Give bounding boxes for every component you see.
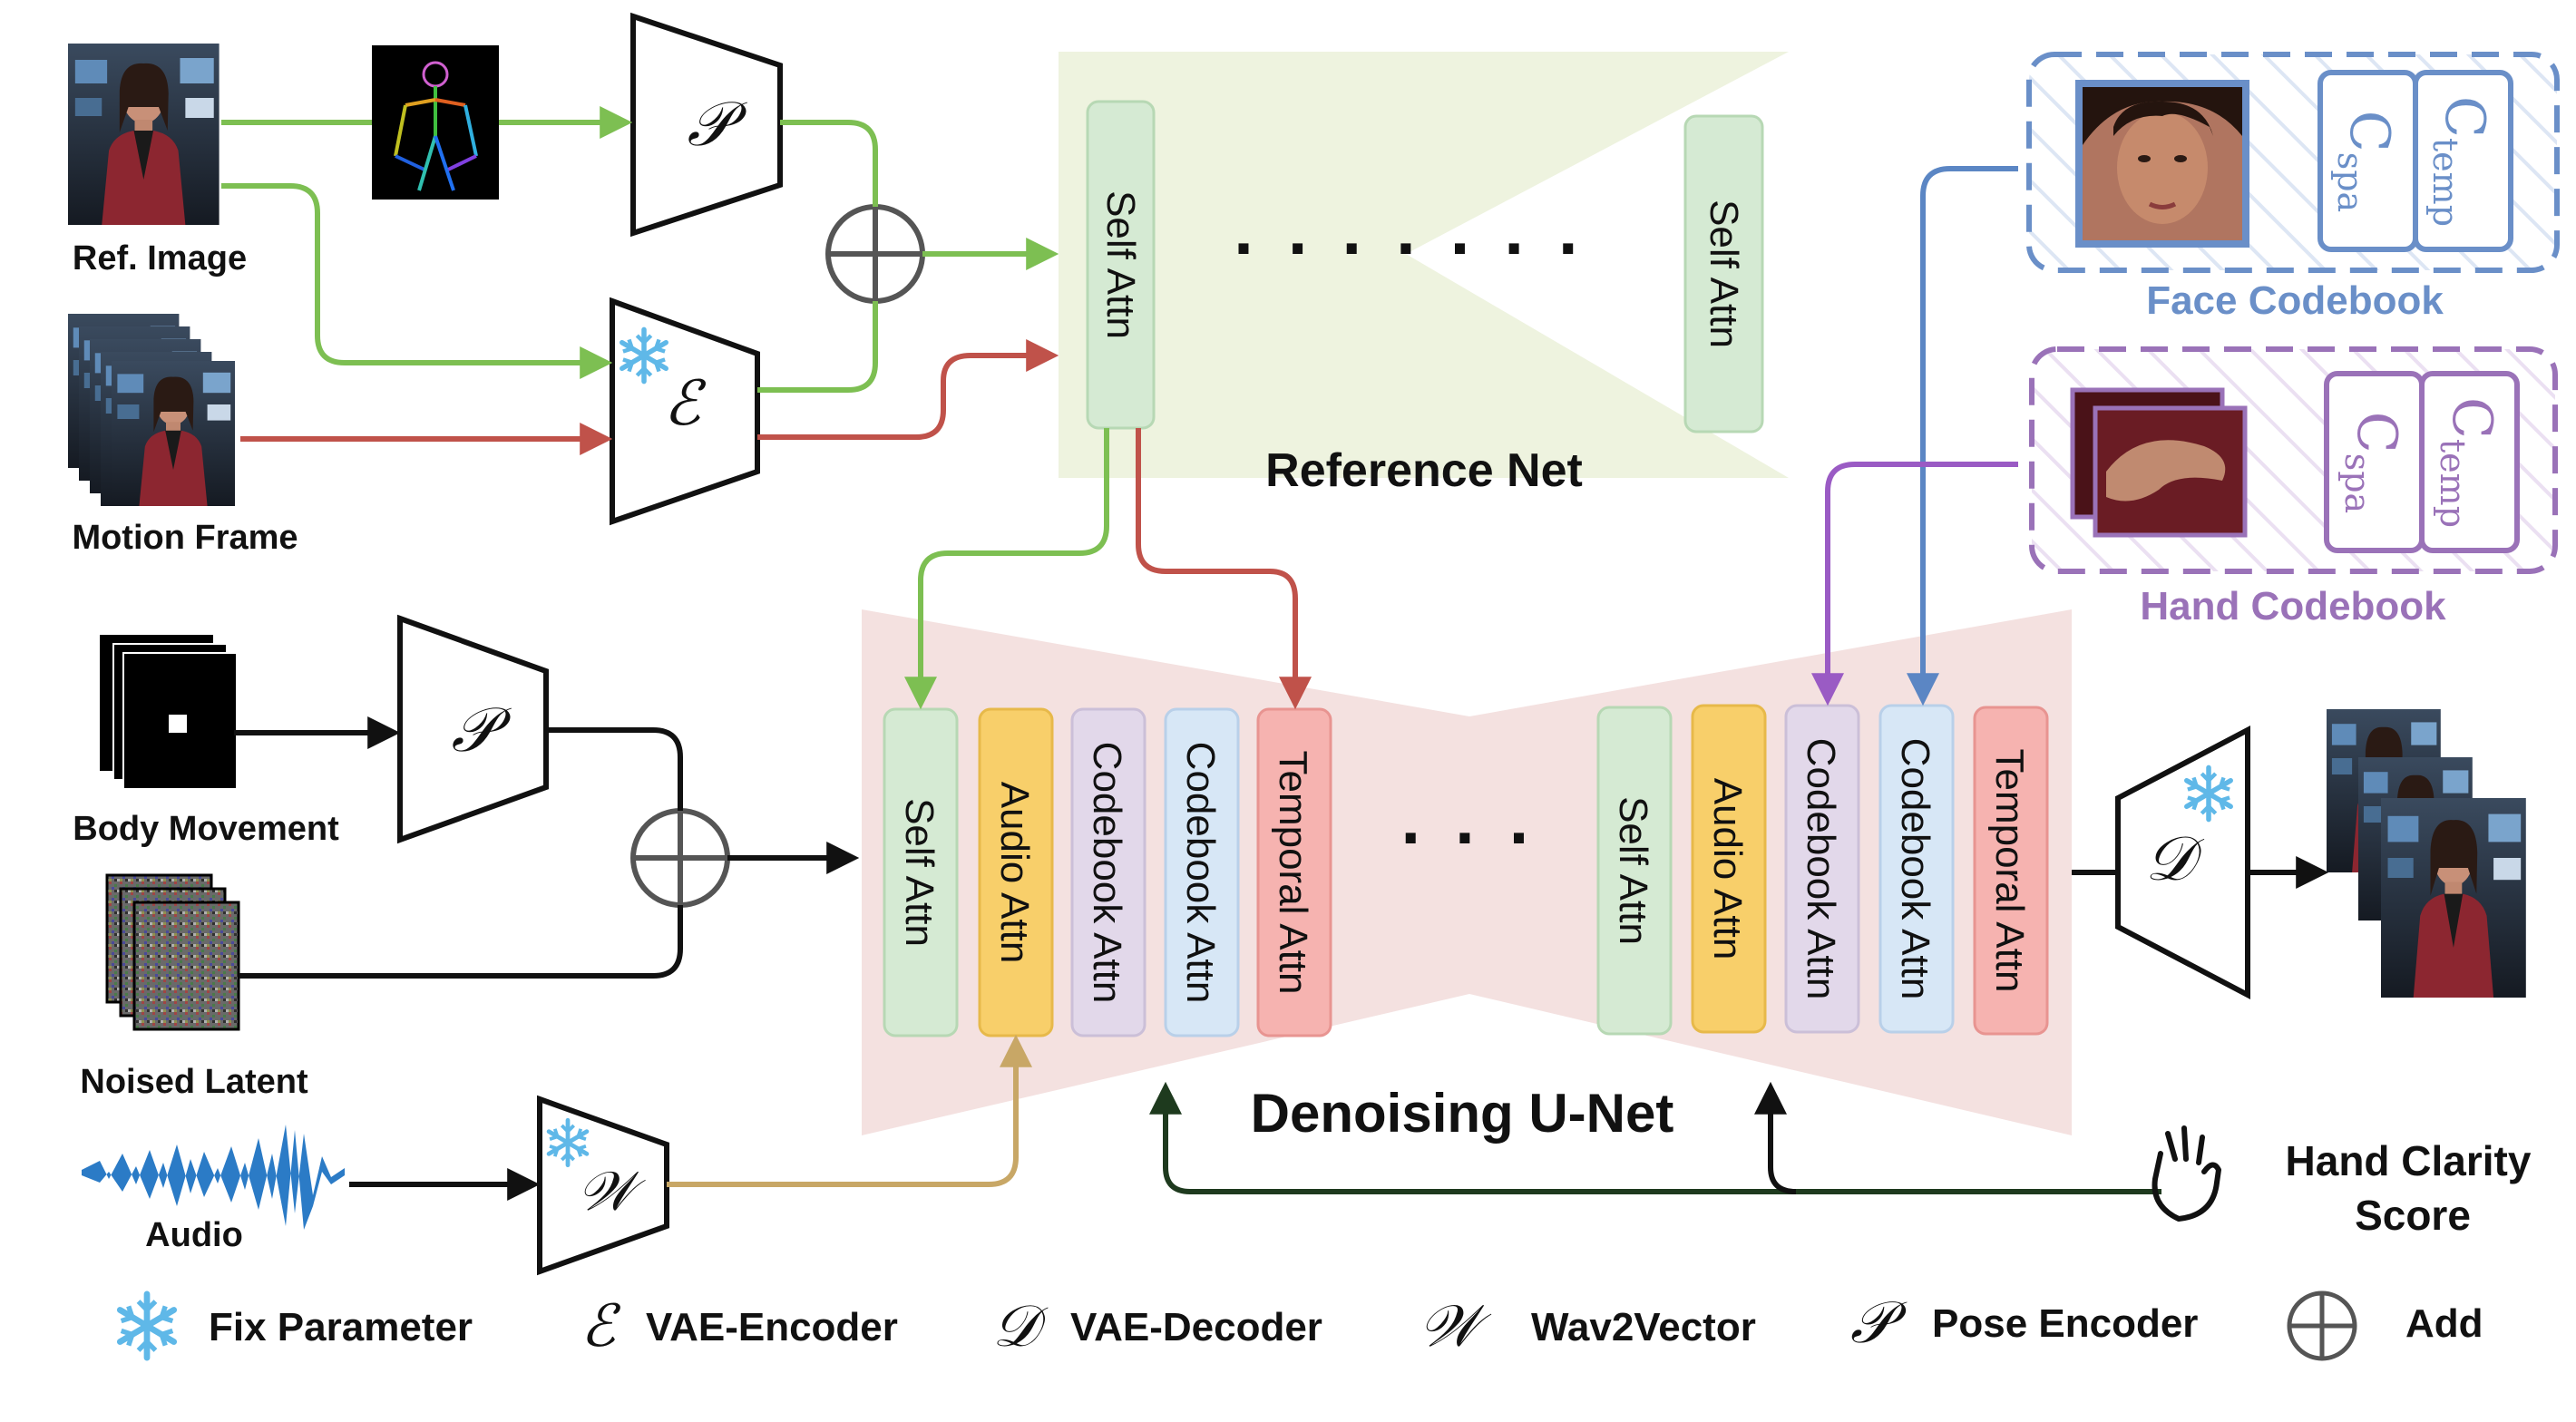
svg-text:Cspa: Cspa (2330, 111, 2401, 212)
ref-net-ellipsis: · · · · · · · (1234, 208, 1587, 287)
hand-clarity-line1: Hand Clarity (2286, 1137, 2532, 1184)
legend-encoder-symbol: ℰ (581, 1293, 621, 1360)
face-codebook-title: Face Codebook (2146, 278, 2444, 323)
legend-pose-symbol: 𝒫 (1850, 1290, 1908, 1357)
hand-codebook: Cspa Ctemp (2029, 346, 2558, 574)
pose-encoder-top (630, 12, 783, 238)
unet-left-blocks: Self Attn Audio Attn Codebook Attn Codeb… (883, 707, 1332, 1037)
unet-top-notch (862, 609, 2072, 716)
noised-latent-label: Noised Latent (80, 1063, 308, 1101)
unet-audio-attn-left-label: Audio Attn (992, 782, 1037, 964)
legend-snowflake-icon (120, 1294, 173, 1358)
svg-text:Cspa: Cspa (2337, 412, 2408, 513)
unet-codebook-attn-left-2-label: Codebook Attn (1178, 742, 1223, 1004)
ref-net-self-attn-block-2 (1683, 114, 1764, 433)
denoising-unet-title: Denoising U-Net (1251, 1083, 1674, 1144)
ref-image-label: Ref. Image (73, 239, 247, 278)
unet-codebook-attn-left-1 (1070, 707, 1147, 1037)
hand-clarity-line2: Score (2355, 1192, 2471, 1239)
audio-label: Audio (145, 1216, 243, 1254)
face-c-temp-sub: temp (2425, 138, 2465, 227)
body-movement-stack (100, 635, 238, 790)
body-movement-label: Body Movement (73, 810, 339, 848)
legend-vae-decoder: VAE-Decoder (1070, 1305, 1322, 1349)
legend-decoder-symbol: 𝒟 (992, 1293, 1049, 1360)
unet-audio-attn-right-label: Audio Attn (1705, 778, 1750, 960)
skeleton-pose-image (372, 45, 499, 200)
hand-c-spa: C (2345, 412, 2408, 453)
face-c-spa-sub: spa (2330, 152, 2370, 212)
reference-net-title: Reference Net (1265, 444, 1583, 497)
add-node-top (825, 204, 925, 304)
svg-text:Ctemp: Ctemp (2433, 397, 2503, 528)
unet-codebook-attn-right-2-label: Codebook Attn (1893, 738, 1937, 1000)
legend-vae-encoder: VAE-Encoder (646, 1305, 898, 1349)
legend-add: Add (2405, 1301, 2483, 1346)
unet-self-attn-right-label: Self Attn (1611, 796, 1655, 945)
unet-codebook-attn-left-2 (1164, 707, 1240, 1037)
legend-wav2vector: Wav2Vector (1531, 1305, 1756, 1349)
unet-temporal-attn-left-label: Temporal Attn (1271, 750, 1315, 994)
hand-c-temp-sub: temp (2433, 439, 2473, 528)
unet-audio-attn-right (1691, 704, 1767, 1034)
legend: Fix Parameter ℰ VAE-Encoder 𝒟 VAE-Decode… (120, 1290, 2483, 1361)
ref-net-self-attn-block-1 (1086, 100, 1156, 430)
unet-temporal-attn-right-label: Temporal Attn (1987, 748, 2032, 992)
reference-net-body (1059, 52, 1789, 478)
face-c-spa: C (2337, 111, 2401, 152)
motion-frame-label: Motion Frame (72, 519, 298, 557)
face-codebook: Cspa Ctemp (2026, 52, 2560, 273)
svg-text:Ctemp: Ctemp (2425, 96, 2496, 227)
face-c-temp: C (2433, 96, 2496, 138)
audio-waveform (82, 1125, 345, 1230)
legend-add-icon (2287, 1291, 2357, 1361)
unet-codebook-attn-right-1-label: Codebook Attn (1799, 738, 1843, 1000)
ref-image-thumbnail (68, 44, 220, 225)
unet-ellipsis: · · · (1400, 797, 1537, 877)
hand-c-spa-sub: spa (2337, 453, 2377, 513)
connections (221, 106, 2329, 1201)
hand-codebook-title: Hand Codebook (2140, 584, 2446, 628)
pose-encoder-body (397, 614, 549, 844)
ref-net-self-attn-label-1: Self Attn (1098, 190, 1143, 339)
unet-temporal-attn-right (1973, 706, 2049, 1036)
unet-self-attn-right (1596, 706, 1673, 1036)
legend-pose-encoder: Pose Encoder (1932, 1301, 2198, 1346)
ref-net-self-attn-label-2: Self Attn (1702, 200, 1746, 348)
unet-codebook-attn-left-1-label: Codebook Attn (1085, 742, 1129, 1004)
hand-clarity-icon (2152, 1125, 2221, 1222)
hand-c-temp: C (2440, 397, 2503, 439)
vae-encoder-symbol: ℰ (663, 368, 707, 440)
unet-right-blocks: Self Attn Audio Attn Codebook Attn Codeb… (1596, 704, 2049, 1036)
add-node-bottom (630, 808, 730, 908)
legend-wav-symbol: 𝒲 (1419, 1293, 1492, 1360)
legend-fix-parameter: Fix Parameter (209, 1305, 473, 1349)
output-frames-stack (2327, 709, 2526, 998)
motion-frame-stack (68, 314, 235, 506)
unet-self-attn-left-label: Self Attn (897, 798, 942, 947)
noised-latent-stack (105, 873, 240, 1031)
